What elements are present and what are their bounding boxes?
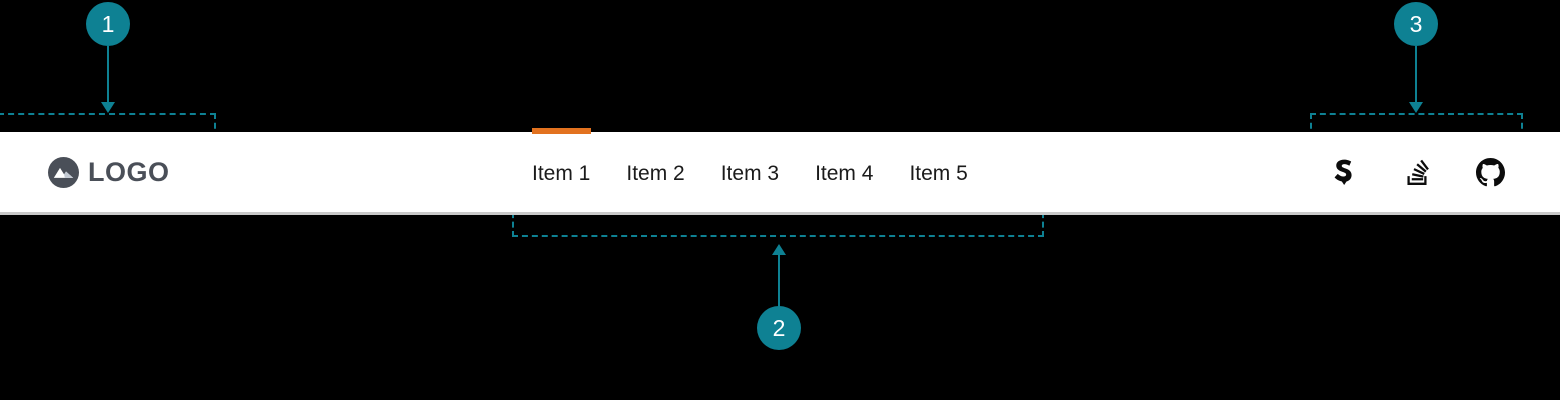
annotation-marker-1-arrowhead-icon: [101, 102, 115, 113]
stack-overflow-link[interactable]: [1401, 156, 1433, 188]
stack-overflow-icon: [1403, 158, 1431, 186]
social-links: [1328, 132, 1506, 212]
superuser-link[interactable]: [1328, 156, 1360, 188]
mountain-circle-logo-icon: [48, 156, 79, 188]
annotation-marker-3-number: 3: [1394, 2, 1438, 46]
github-link[interactable]: [1474, 156, 1506, 188]
nav-item-3[interactable]: Item 3: [720, 161, 780, 185]
superuser-s-icon: [1334, 159, 1354, 186]
annotation-marker-1-stem: [107, 46, 109, 104]
annotation-marker-2-number: 2: [757, 306, 801, 350]
annotation-marker-2-stem: [778, 255, 780, 308]
brand-logo-link[interactable]: LOGO: [48, 156, 170, 188]
nav-item-4[interactable]: Item 4: [815, 161, 874, 185]
annotation-marker-3-stem: [1415, 46, 1417, 104]
brand-label: LOGO: [88, 156, 170, 187]
nav-item-5[interactable]: Item 5: [909, 161, 968, 185]
annotation-marker-1-number: 1: [86, 2, 130, 46]
annotation-marker-3-arrowhead-icon: [1409, 102, 1423, 113]
github-icon: [1475, 157, 1505, 187]
site-header: LOGO Item 1 Item 2 Item 3 Item 4 Item 5: [0, 127, 1560, 215]
nav-item-1[interactable]: Item 1: [532, 127, 592, 185]
primary-nav: Item 1 Item 2 Item 3 Item 4 Item 5: [532, 127, 968, 212]
nav-item-2[interactable]: Item 2: [626, 161, 685, 185]
annotation-marker-2-arrowhead-icon: [772, 244, 786, 255]
